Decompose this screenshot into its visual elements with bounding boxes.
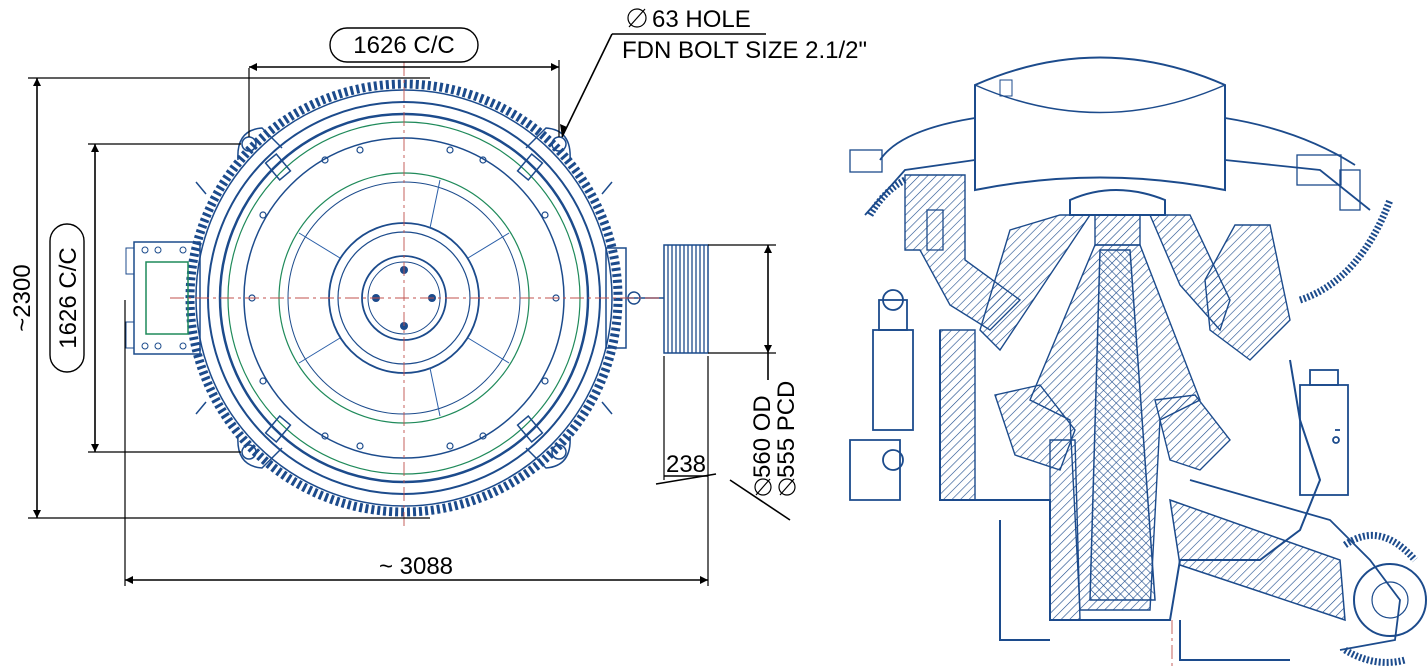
svg-text:555 PCD: 555 PCD (773, 381, 800, 478)
pulley-width-label: 238 (666, 451, 706, 478)
section-gear-ring (1298, 198, 1394, 304)
overall-width-label: ~ 3088 (379, 553, 453, 580)
pulley-od-text: 560 OD (749, 395, 776, 496)
top-cc-label: 1626 C/C (353, 32, 454, 59)
foundation-lugs (237, 127, 571, 469)
spokes (298, 179, 510, 417)
left-cc-label-box (49, 223, 85, 373)
countershaft (1169, 498, 1346, 622)
svg-text:560 OD: 560 OD (749, 395, 776, 478)
plan-view (125, 62, 709, 530)
right-hydraulic-cylinder (1299, 369, 1349, 496)
eccentric-lower-left (994, 384, 1076, 471)
left-hydraulic-cylinder (849, 289, 914, 501)
concave-liner (979, 214, 1092, 352)
dimension-lines: 1626 C/C ~2300 1626 C/C ~ 3088 238 560 (9, 6, 867, 586)
main-shaft (1089, 249, 1156, 601)
hole-note: 63 HOLE (627, 6, 751, 33)
svg-text:63 HOLE: 63 HOLE (652, 6, 751, 33)
feed-hopper (974, 56, 1226, 192)
top-cc-label-box (329, 27, 479, 63)
bolt-note: FDN BOLT SIZE 2.1/2" (622, 37, 867, 64)
pulley-side-view (605, 244, 709, 354)
pulley-pcd-text: 555 PCD (773, 381, 800, 496)
overall-height-label: ~2300 (9, 264, 36, 331)
head-cap (1069, 189, 1166, 216)
side-handles (195, 181, 613, 415)
section-view (849, 56, 1427, 666)
left-cc-label: 1626 C/C (55, 247, 82, 348)
